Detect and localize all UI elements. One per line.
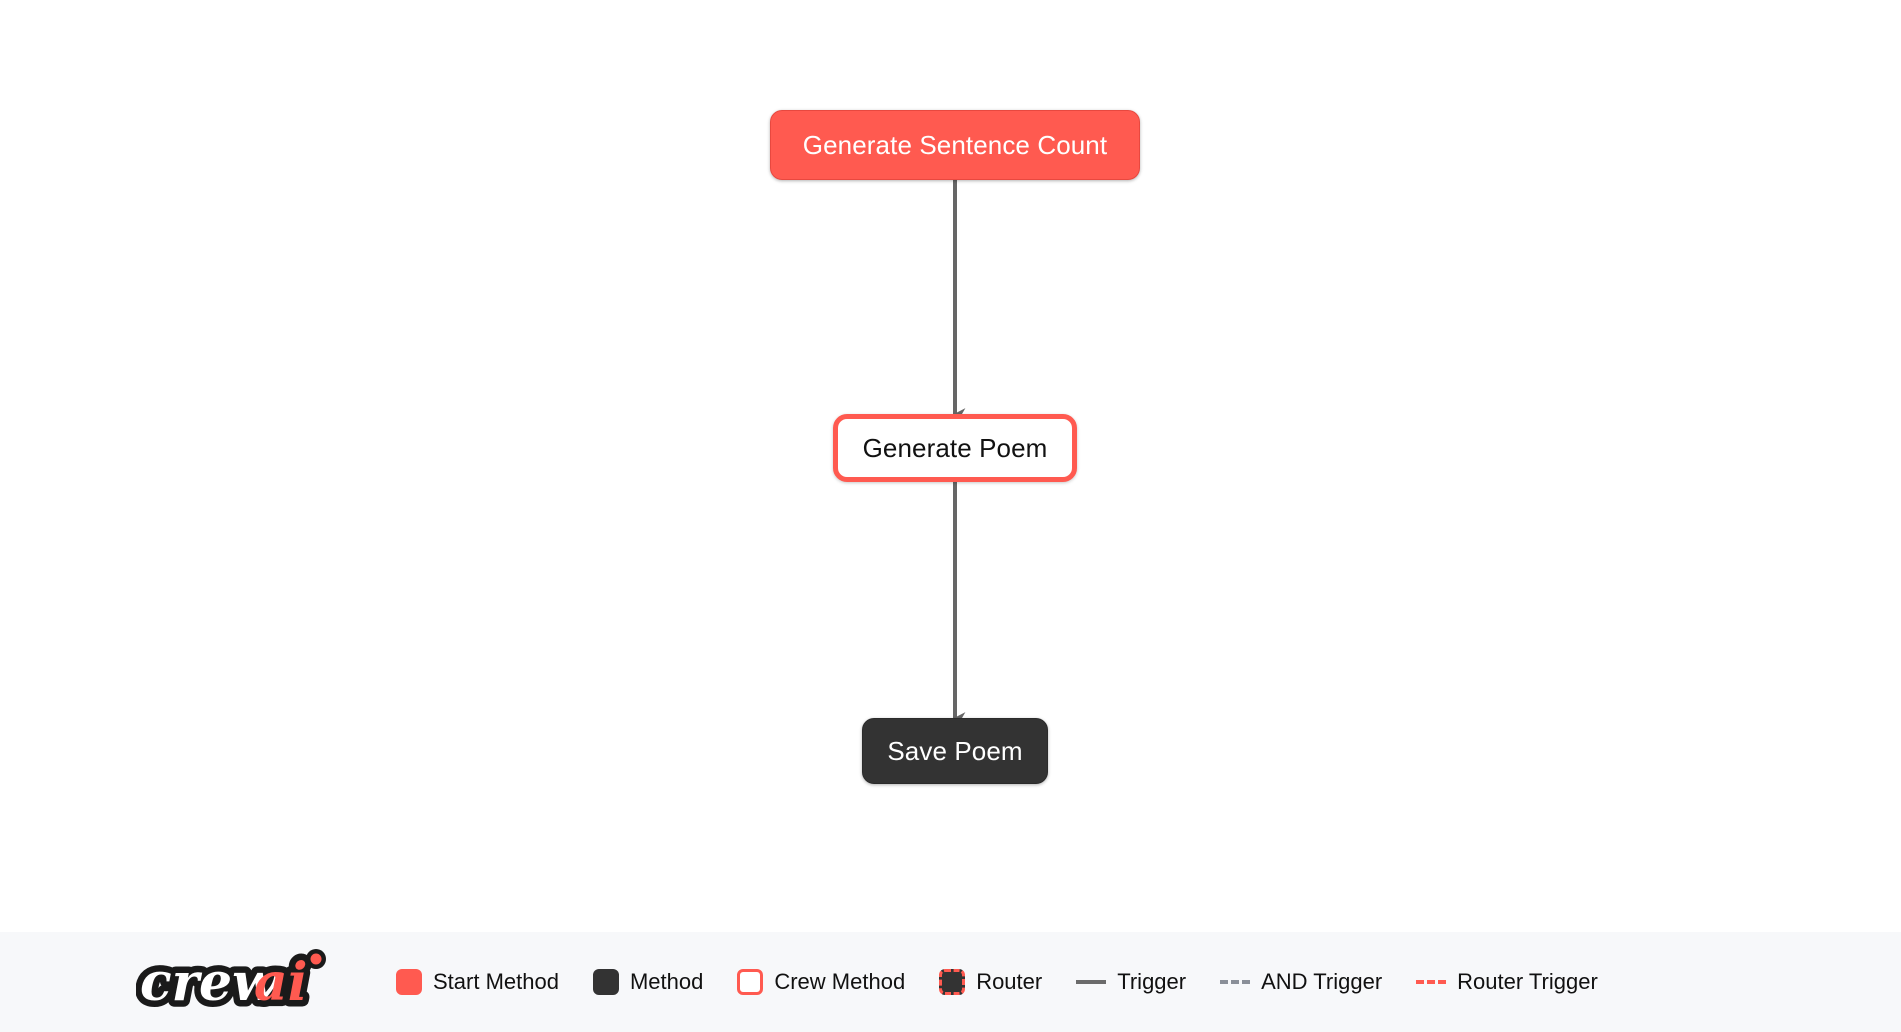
node-save-poem[interactable]: Save Poem <box>862 718 1048 784</box>
legend-item-method: Method <box>592 969 704 995</box>
legend-label-crew-method: Crew Method <box>774 969 906 994</box>
svg-text:crew: crew <box>140 952 279 1013</box>
method-swatch-icon <box>592 969 619 995</box>
legend-label-trigger: Trigger <box>1117 969 1187 994</box>
node-label-generate-sentence-count: Generate Sentence Count <box>802 130 1108 160</box>
legend-label-start-method: Start Method <box>433 969 559 994</box>
svg-text:ai: ai <box>254 952 307 1013</box>
svg-text:crew: crew <box>140 952 279 1013</box>
node-label-generate-poem: Generate Poem <box>862 433 1048 463</box>
start-method-swatch-icon <box>396 969 422 995</box>
node-generate-sentence-count[interactable]: Generate Sentence Count <box>770 110 1140 180</box>
legend-item-and-trigger: AND Trigger <box>1220 971 1382 993</box>
legend-bar: crew ai crew ai Start Method Method Crew… <box>0 932 1901 1032</box>
legend-label-and-trigger: AND Trigger <box>1261 969 1383 994</box>
crew-method-swatch-icon <box>737 969 764 995</box>
node-generate-poem[interactable]: Generate Poem <box>833 414 1077 482</box>
router-trigger-line-icon <box>1416 980 1447 984</box>
trigger-line-icon <box>1076 980 1107 984</box>
legend-label-method: Method <box>629 969 704 994</box>
router-swatch-icon <box>939 969 966 995</box>
legend-item-router-trigger: Router Trigger <box>1416 971 1598 993</box>
flow-canvas[interactable]: Generate Sentence Count Generate Poem Sa… <box>0 0 1901 932</box>
and-trigger-line-icon <box>1220 980 1251 984</box>
legend-item-trigger: Trigger <box>1076 971 1186 993</box>
legend-label-router-trigger: Router Trigger <box>1457 969 1598 994</box>
legend-item-start-method: Start Method <box>396 969 559 995</box>
legend-label-router: Router <box>976 969 1043 994</box>
legend-item-router: Router <box>939 969 1042 995</box>
node-label-save-poem: Save Poem <box>887 736 1023 766</box>
legend-item-crew-method: Crew Method <box>737 969 905 995</box>
crewai-logo: crew ai crew ai <box>136 946 326 1019</box>
svg-text:ai: ai <box>254 952 307 1013</box>
